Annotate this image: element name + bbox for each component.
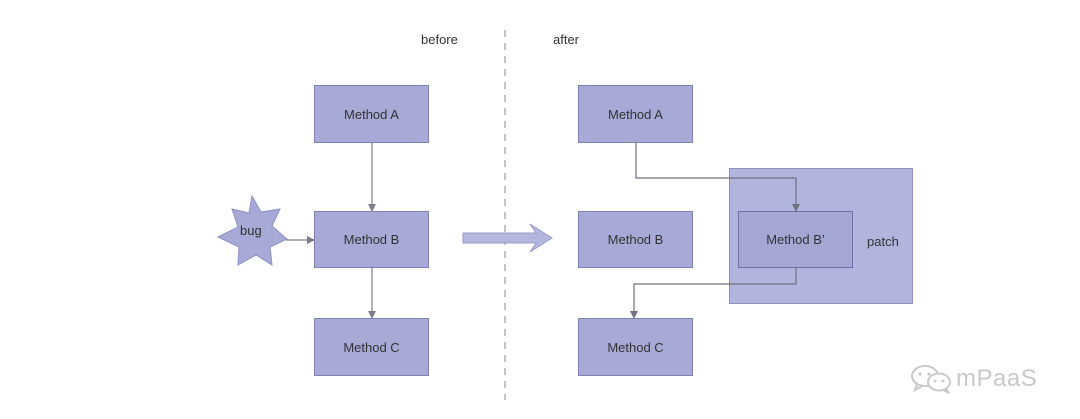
wechat-icon [911, 365, 951, 394]
after-header: after [553, 32, 580, 47]
after-method-a-box: Method A [578, 85, 693, 143]
after-method-b-label: Method B [607, 232, 664, 247]
bug-label: bug [240, 223, 262, 238]
after-method-b-box: Method B [578, 211, 693, 268]
before-method-a-box: Method A [314, 85, 429, 143]
arrow-a-to-b-prime [635, 143, 800, 212]
after-method-a-label: Method A [608, 106, 663, 122]
after-method-c-box: Method C [578, 318, 693, 376]
before-header: before [421, 32, 458, 47]
method-b-prime-box: Method B’ [738, 211, 853, 268]
arrow-b-prime-to-c [630, 268, 797, 319]
before-method-c-label: Method C [343, 339, 400, 355]
before-method-c-box: Method C [314, 318, 429, 376]
transition-arrow-icon [462, 223, 553, 253]
bug-star-icon [216, 194, 288, 266]
before-method-a-label: Method A [344, 106, 399, 122]
watermark-text: mPaaS [956, 365, 1038, 392]
method-b-prime-label: Method B’ [766, 232, 825, 247]
after-method-c-label: Method C [607, 339, 664, 355]
patch-label: patch [867, 234, 899, 249]
mpaas-watermark: mPaaS [910, 363, 1037, 395]
before-method-b-box: Method B [314, 211, 429, 268]
before-method-b-label: Method B [343, 232, 400, 247]
